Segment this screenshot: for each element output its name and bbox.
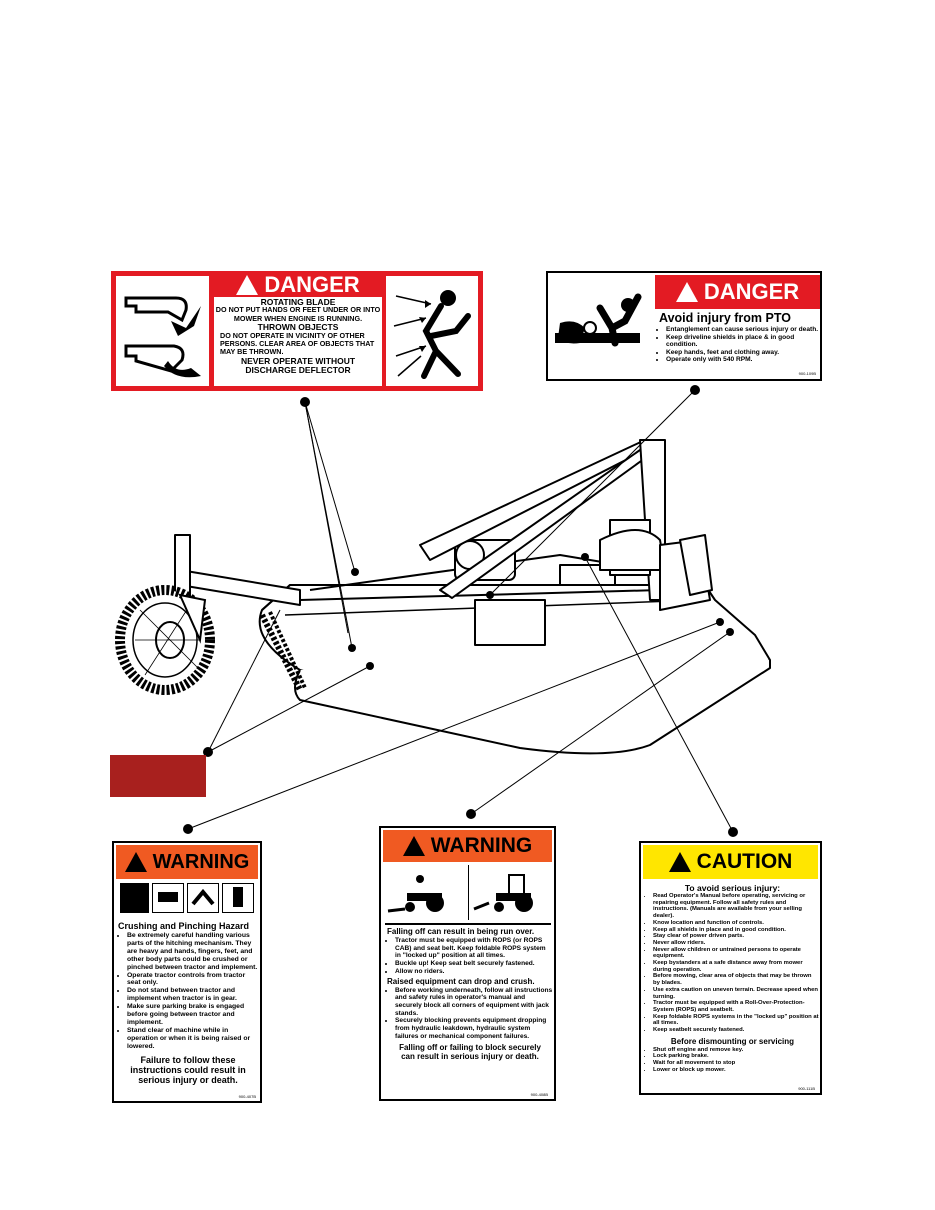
list-item: Buckle up! Keep seat belt securely faste… [395, 960, 553, 968]
list-item: Operate only with 540 RPM. [666, 356, 819, 364]
dot [351, 568, 359, 576]
caution-decal: CAUTION To avoid serious injury: Read Op… [639, 841, 822, 1095]
list-item: Keep foldable ROPS systems in the "locke… [653, 1014, 819, 1027]
danger-header: DANGER [703, 279, 800, 304]
list-item: Know location and function of controls. [653, 920, 819, 927]
list-item: Lock parking brake. [653, 1053, 819, 1060]
list-item: Before mowing, clear area of objects tha… [653, 973, 819, 986]
warning-triangle-icon [668, 852, 691, 872]
warning-triangle-icon [675, 282, 698, 302]
list-item: Never allow riders. [653, 940, 819, 947]
thrown-objects-text: DO NOT OPERATE IN VICINITY OF OTHER PERS… [220, 330, 375, 357]
list-item: Shut off engine and remove key. [653, 1047, 819, 1054]
dot [366, 662, 374, 670]
list-item: Keep bystanders at a safe distance away … [653, 960, 819, 973]
thrown-pictogram [386, 276, 478, 386]
warning-crush-decal: WARNING Crushing and Pinching Hazard Be … [112, 841, 262, 1103]
leader-lines [187, 389, 734, 833]
mower-deck [174, 439, 771, 755]
runover-list: Tractor must be equipped with ROPS (or R… [387, 937, 553, 976]
warning-runover-decal: WARNING Falling off can result in being … [379, 826, 556, 1101]
dot [486, 591, 494, 599]
decal-code: 900-109B [798, 371, 816, 376]
dot [300, 397, 310, 407]
color-swatch [110, 755, 206, 797]
dot [466, 809, 476, 819]
list-item: Use extra caution on uneven terrain. Dec… [653, 987, 819, 1000]
crush-title: Crushing and Pinching Hazard [118, 921, 250, 931]
crush-footer: Failure to follow these instructions cou… [130, 1054, 246, 1085]
list-item: Tractor must be equipped with a Roll-Ove… [653, 1000, 819, 1013]
dot [728, 827, 738, 837]
leader-dots [183, 385, 738, 837]
list-item: Make sure parking brake is engaged befor… [127, 1003, 258, 1027]
runover-footer: Falling off or failing to block securely… [399, 1043, 541, 1062]
warning-triangle-icon [236, 275, 259, 295]
list-item: Be extremely careful handling various pa… [127, 932, 258, 972]
list-item: Tractor must be equipped with ROPS (or R… [395, 937, 553, 960]
list-item: Keep driveline shields in place & in goo… [666, 334, 819, 349]
list-item: Keep seatbelt securely fastened. [653, 1027, 819, 1034]
caution-title: To avoid serious injury: [684, 883, 781, 893]
list-item: Keep hands, feet and clothing away. [666, 349, 819, 357]
pto-title: Avoid injury from PTO [659, 311, 791, 325]
warning-header: WARNING [430, 834, 533, 857]
list-item: Allow no riders. [395, 968, 553, 976]
decal-code: 900-111B [798, 1086, 815, 1091]
dot [690, 385, 700, 395]
dot [726, 628, 734, 636]
list-item: Entanglement can cause serious injury or… [666, 326, 819, 334]
danger-blade-decal: DANGER ROTATING BLADE DO NOT PUT HANDS O… [111, 271, 483, 391]
dot [716, 618, 724, 626]
pto-pictogram [550, 283, 654, 373]
dismount-heading: Before dismounting or servicing [670, 1036, 795, 1046]
raised-list: Before working underneath, follow all in… [387, 987, 553, 1041]
tractor-pictograms [385, 865, 551, 920]
rotating-blade-heading: ROTATING BLADE [260, 297, 336, 307]
danger-pto-decal: DANGER Avoid injury from PTO Entanglemen… [546, 271, 822, 381]
list-item: Never allow children or untrained person… [653, 947, 819, 960]
tail-wheel [115, 585, 215, 695]
list-item: Keep all shields in place and in good co… [653, 927, 819, 934]
dot [348, 644, 356, 652]
caution-list: Read Operator's Manual before operating,… [646, 893, 819, 1034]
runover-heading: Falling off can result in being run over… [387, 927, 535, 936]
list-item: Before working underneath, follow all in… [395, 987, 553, 1018]
dismount-list: Shut off engine and remove key. Lock par… [646, 1047, 819, 1074]
warning-header: WARNING [152, 850, 250, 873]
dot [183, 824, 193, 834]
pto-list: Entanglement can cause serious injury or… [659, 326, 819, 364]
list-item: Wait for all movement to stop [653, 1060, 819, 1067]
list-item: Operate tractor controls from tractor se… [127, 972, 258, 988]
caution-header: CAUTION [696, 850, 793, 873]
crush-pictograms [120, 883, 254, 913]
danger-header: DANGER [264, 272, 360, 297]
deflector-text: NEVER OPERATE WITHOUT DISCHARGE DEFLECTO… [240, 355, 356, 375]
dot [203, 747, 213, 757]
crush-list: Be extremely careful handling various pa… [118, 932, 258, 1051]
list-item: Lower or block up mower. [653, 1067, 819, 1074]
decal-code: 900-407B [238, 1094, 256, 1099]
chain-guard [259, 611, 307, 692]
list-item: Securely blocking prevents equipment dro… [395, 1017, 553, 1040]
rotating-blade-text: DO NOT PUT HANDS OR FEET UNDER OR INTO M… [215, 305, 381, 323]
raised-heading: Raised equipment can drop and crush. [387, 976, 535, 986]
list-item: Do not stand between tractor and impleme… [127, 987, 258, 1003]
thrown-objects-heading: THROWN OBJECTS [257, 322, 339, 333]
blade-pictogram [116, 276, 209, 386]
decal-code: 900-408B [530, 1092, 548, 1097]
dot [581, 553, 589, 561]
list-item: Stay clear of power driven parts. [653, 933, 819, 940]
list-item: Stand clear of machine while in operatio… [127, 1027, 258, 1051]
list-item: Read Operator's Manual before operating,… [653, 893, 819, 920]
warning-triangle-icon [402, 836, 425, 856]
warning-triangle-icon [124, 852, 147, 872]
